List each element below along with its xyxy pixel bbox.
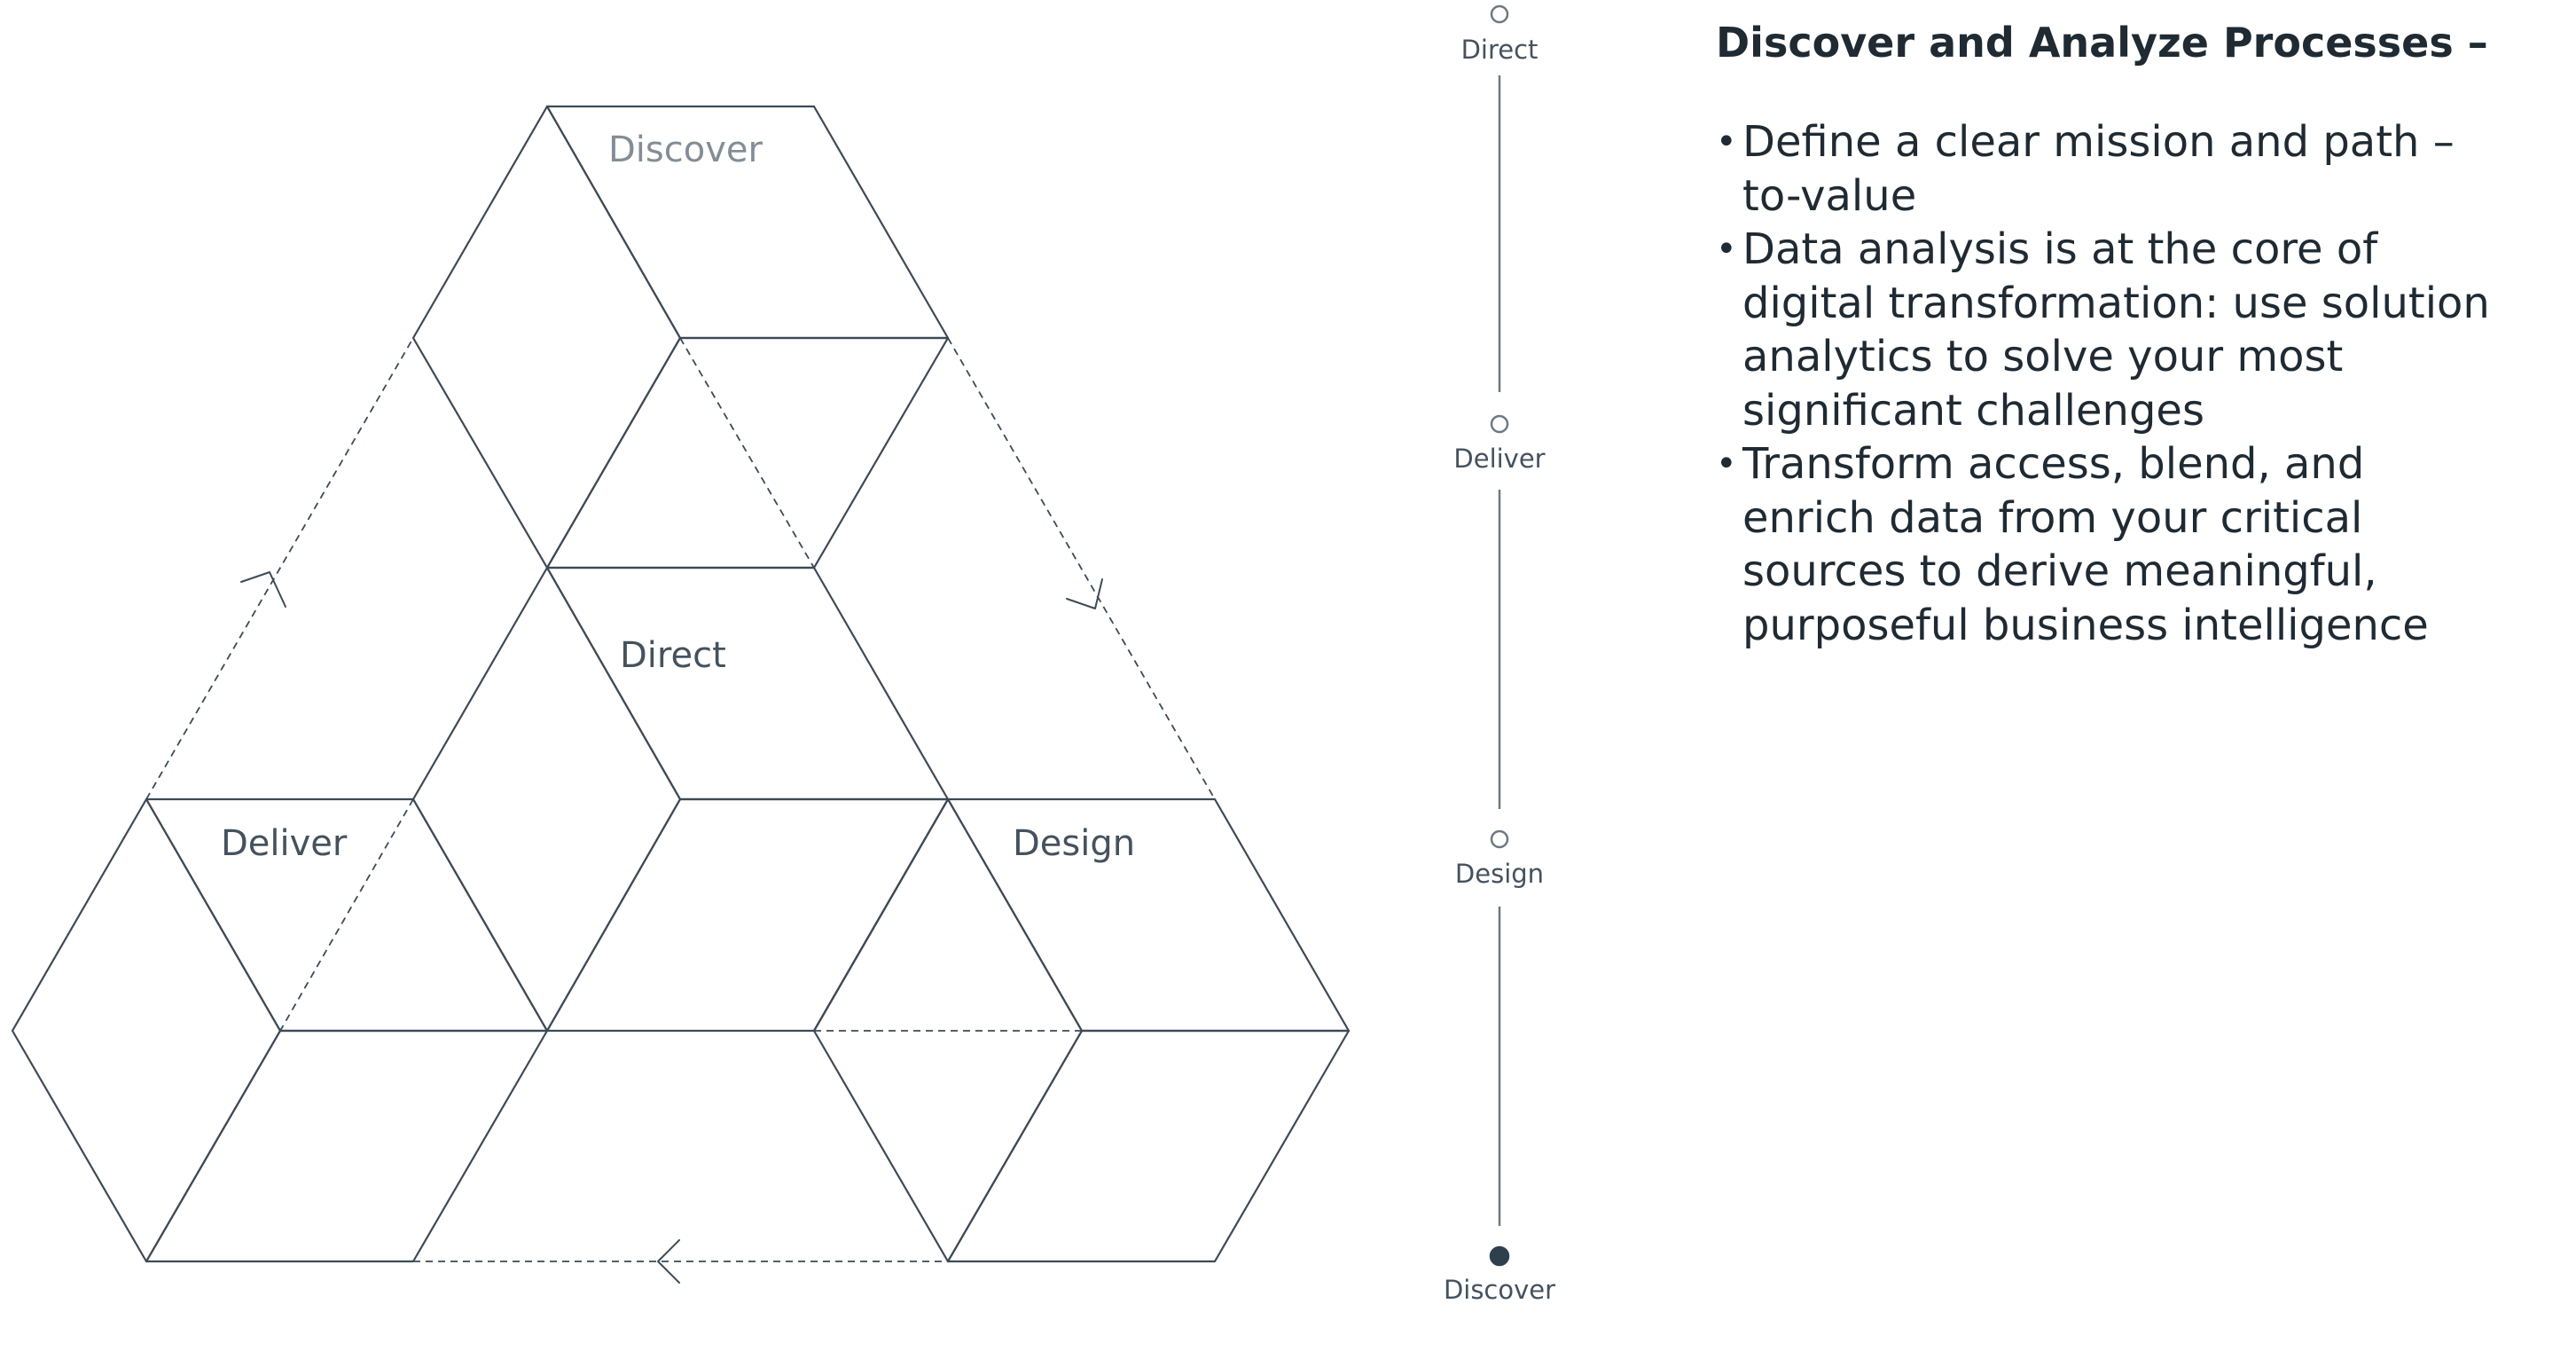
step-label[interactable]: Discover (1444, 1275, 1555, 1305)
timeline-step-direct[interactable]: Direct (1461, 4, 1539, 65)
discover-cube-right-face (545, 336, 950, 569)
cycle-arrows-group (145, 337, 1216, 1284)
deliver-cube-left-face (11, 797, 282, 1263)
bullet-icon: • (1716, 444, 1737, 484)
step-dot-icon[interactable] (1490, 414, 1509, 434)
list-item-text: Transform access, blend, and enrich data… (1742, 439, 2429, 650)
step-label[interactable]: Design (1455, 859, 1544, 889)
timeline-step-deliver[interactable]: Deliver (1453, 414, 1546, 474)
design-cube-right-face (946, 1029, 1351, 1263)
step-dot-icon[interactable] (1490, 829, 1509, 849)
cube-triangle-diagram: Discover Direct Deliver Design (11, 105, 1351, 1284)
design-cube-top-face (946, 797, 1351, 1033)
list-item: • Transform access, blend, and enrich da… (1716, 437, 2496, 652)
cycle-path-right (947, 337, 1216, 800)
bullet-list: • Define a clear mission and path –to-va… (1716, 115, 2558, 652)
direct-cube-top-face (545, 566, 950, 801)
arrow-up-right-icon (240, 571, 286, 608)
deliver-cube-right-face (145, 1029, 549, 1263)
step-timeline: Direct Deliver Design Discover (1444, 4, 1555, 1305)
cube-outline-group (11, 105, 1351, 1263)
step-label[interactable]: Direct (1461, 35, 1539, 65)
arrow-down-right-icon (1066, 578, 1103, 609)
discover-cube-left-face (411, 105, 682, 569)
discover-cube-hidden-edge (679, 337, 815, 569)
deliver-label: Deliver (221, 823, 348, 864)
cycle-path-left (145, 337, 414, 800)
arrow-left-icon (657, 1239, 680, 1284)
step-dot-icon[interactable] (1490, 4, 1509, 24)
design-label: Design (1013, 823, 1135, 864)
direct-label: Direct (620, 635, 726, 676)
list-item-text: Define a clear mission and path –to-valu… (1742, 117, 2455, 221)
step-label[interactable]: Deliver (1453, 444, 1545, 474)
description-panel: Discover and Analyze Processes – • Defin… (1716, 16, 2558, 652)
timeline-step-discover[interactable]: Discover (1444, 1245, 1555, 1305)
discover-label: Discover (608, 130, 763, 170)
design-cube-inner-edge (812, 797, 950, 1033)
bullet-icon: • (1716, 122, 1737, 162)
bullet-icon: • (1716, 229, 1737, 270)
panel-title: Discover and Analyze Processes – (1716, 19, 2488, 67)
list-item: • Define a clear mission and path –to-va… (1716, 115, 2496, 223)
list-item: • Data analysis is at the core of digita… (1716, 223, 2496, 437)
direct-cube-right-face (545, 797, 950, 1033)
timeline-step-design[interactable]: Design (1455, 829, 1544, 889)
list-item-text: Data analysis is at the core of digital … (1742, 224, 2490, 436)
active-step-dot-icon[interactable] (1489, 1245, 1510, 1267)
